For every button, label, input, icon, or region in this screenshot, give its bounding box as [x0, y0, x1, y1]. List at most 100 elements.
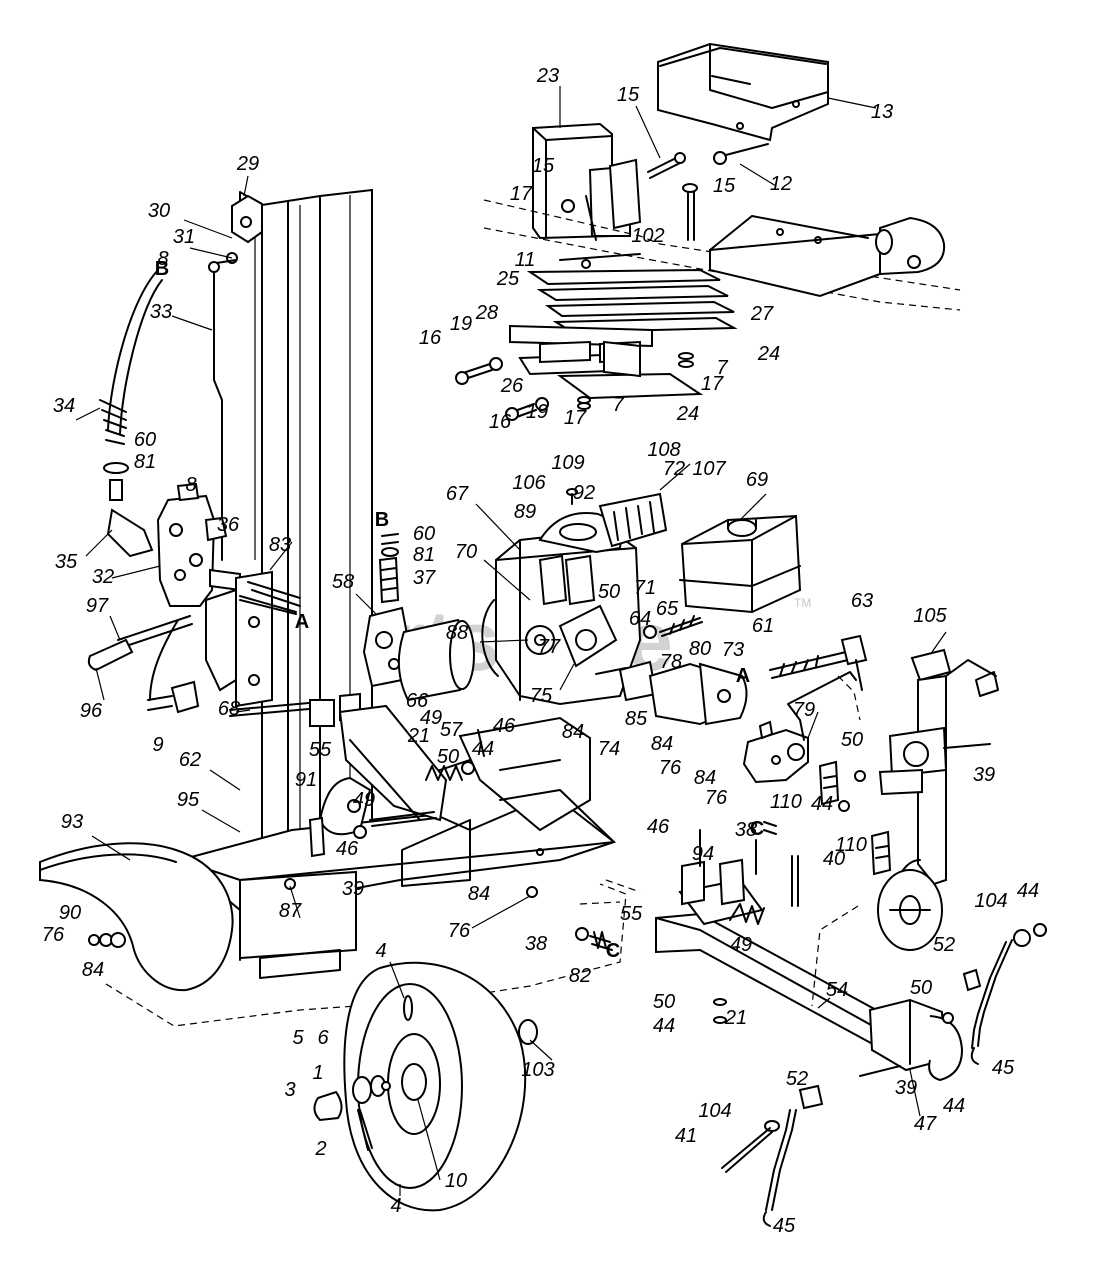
- callout-c4a: 4: [375, 940, 386, 962]
- blocks-110: [818, 760, 892, 876]
- beam-top-bracket: [226, 194, 263, 264]
- connection-letter-lA1: A: [295, 611, 309, 633]
- callout-c15c: 15: [713, 175, 736, 197]
- callout-c50b: 50: [841, 729, 863, 751]
- connection-letter-lC2: C: [606, 940, 620, 962]
- callout-c33: 33: [150, 301, 172, 323]
- callout-c55a: 55: [309, 739, 332, 761]
- callout-c65: 65: [656, 598, 679, 620]
- frame-outline: [105, 879, 641, 1027]
- callout-c94: 94: [692, 843, 714, 865]
- callout-c49a: 49: [420, 707, 442, 729]
- callout-c110a: 110: [770, 791, 802, 813]
- callout-c89: 89: [514, 501, 536, 523]
- callout-c74: 74: [598, 738, 620, 760]
- callout-c17a: 17: [510, 183, 533, 205]
- callout-c104a: 104: [974, 890, 1007, 912]
- control-rod: [208, 259, 237, 561]
- fender: [39, 842, 234, 992]
- callout-c85: 85: [625, 708, 648, 730]
- callout-c84b: 84: [651, 733, 673, 755]
- axle-arm: [308, 704, 448, 858]
- callout-c46c: 46: [647, 816, 670, 838]
- hitch-bracket: [678, 829, 765, 926]
- hose-b: [99, 269, 163, 501]
- callout-c24a: 24: [757, 343, 780, 365]
- callout-c68: 68: [218, 698, 240, 720]
- callout-c44d: 44: [1017, 880, 1039, 902]
- callout-c87: 87: [279, 900, 302, 922]
- callout-c4b: 4: [390, 1195, 401, 1217]
- jack-stand: [877, 648, 999, 951]
- callout-c67: 67: [446, 483, 469, 505]
- slide-rail: [709, 215, 946, 298]
- callout-c92: 92: [573, 482, 595, 504]
- callout-c103: 103: [521, 1059, 554, 1081]
- wedge-mount-13: [657, 42, 829, 142]
- callout-c84e: 84: [82, 959, 104, 981]
- callout-c27: 27: [750, 303, 774, 325]
- callout-c84c: 84: [694, 767, 716, 789]
- callout-c90: 90: [59, 902, 81, 924]
- callout-c84d: 84: [468, 883, 490, 905]
- callout-c60a: 60: [134, 429, 156, 451]
- callout-c45b: 45: [773, 1215, 796, 1237]
- callout-c39a: 39: [973, 764, 995, 786]
- callout-c8a: 8: [157, 248, 168, 270]
- callout-c50c: 50: [437, 746, 459, 768]
- tongue-arm: [655, 912, 964, 1082]
- callout-c21b: 21: [724, 1007, 747, 1029]
- callout-c97: 97: [86, 595, 109, 617]
- callout-c23: 23: [536, 65, 559, 87]
- callout-c93: 93: [61, 811, 83, 833]
- callout-c76b: 76: [705, 787, 728, 809]
- fasteners-left: [88, 799, 538, 948]
- leader-lines: [75, 86, 947, 1196]
- callout-c28: 28: [475, 302, 498, 324]
- callout-c5: 5: [292, 1027, 304, 1049]
- engine: [481, 488, 668, 706]
- hose-83: [239, 599, 297, 615]
- callout-c60b: 60: [413, 523, 435, 545]
- callout-c81a: 81: [134, 451, 156, 473]
- callout-c44a: 44: [811, 793, 833, 815]
- callout-c58: 58: [332, 571, 354, 593]
- connection-letter-lA2: A: [736, 665, 750, 687]
- callout-c76d: 76: [42, 924, 65, 946]
- wheel: [313, 961, 538, 1212]
- callout-c109: 109: [551, 452, 584, 474]
- safety-chain-left: [721, 1084, 824, 1227]
- hose-61: [769, 634, 868, 691]
- callout-c16b: 16: [489, 411, 512, 433]
- filter-assembly: [362, 547, 475, 702]
- callout-c35: 35: [55, 551, 78, 573]
- column-bracket: [205, 570, 301, 708]
- rod-40: [791, 675, 861, 1007]
- callout-c34: 34: [53, 395, 75, 417]
- callout-c11: 11: [515, 249, 536, 271]
- bolts-64-65: [643, 615, 703, 639]
- safety-chain-right: [962, 923, 1047, 1065]
- callout-c24b: 24: [676, 403, 699, 425]
- callout-c15b: 15: [532, 155, 555, 177]
- callout-c64: 64: [629, 608, 651, 630]
- callout-c7a: 7: [716, 357, 728, 379]
- callout-c105: 105: [913, 605, 947, 627]
- callout-c62: 62: [179, 749, 201, 771]
- callout-c82: 82: [569, 965, 591, 987]
- callout-c30: 30: [148, 200, 170, 222]
- bolts-15: [585, 143, 769, 241]
- callout-c29: 29: [236, 153, 259, 175]
- callout-c49b: 49: [353, 789, 375, 811]
- callout-c46a: 46: [493, 715, 516, 737]
- spring-21-left: [425, 761, 475, 781]
- callout-c88: 88: [446, 622, 468, 644]
- callout-c95: 95: [177, 789, 200, 811]
- callout-c32: 32: [92, 566, 114, 588]
- callout-c9: 9: [152, 734, 163, 756]
- callout-c2: 2: [314, 1138, 326, 1160]
- callout-c91: 91: [295, 769, 317, 791]
- callout-c15a: 15: [617, 84, 640, 106]
- callout-c70: 70: [455, 541, 477, 563]
